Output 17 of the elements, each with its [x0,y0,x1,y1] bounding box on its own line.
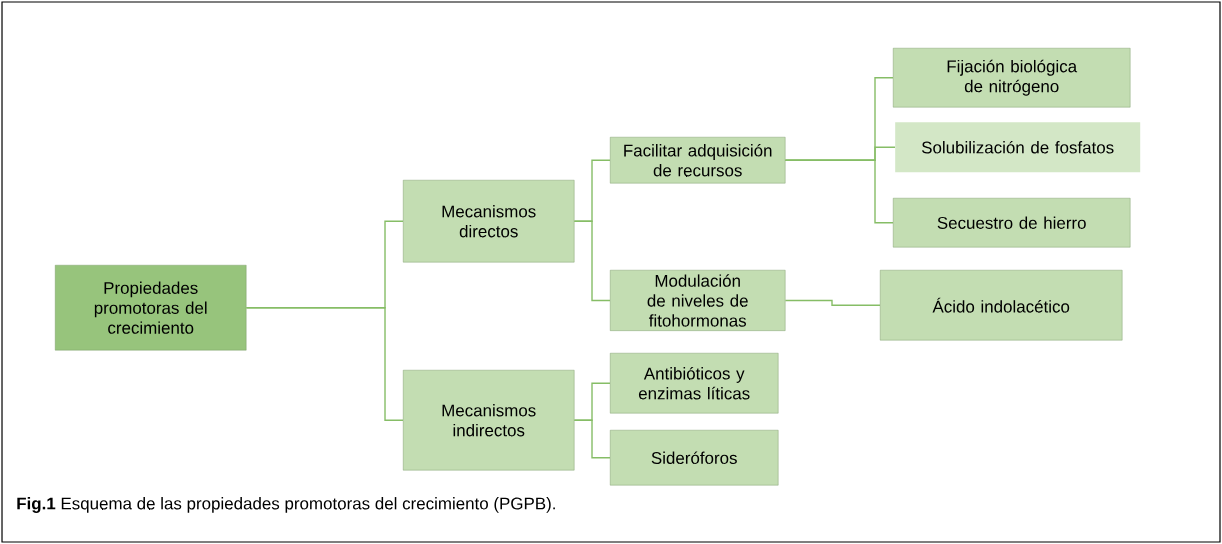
connector [573,419,611,459]
process-box: Ácido indolacético [880,270,1123,341]
process-box: Sideróforos [610,430,779,486]
process-box: Propiedades promotoras del crecimiento [55,265,247,351]
process-box: Secuestro de hierro [893,198,1131,248]
process-box: Modulación de niveles de fitohormonas [610,270,786,331]
process-box: Fijación biológica de nitrógeno [893,48,1131,108]
caption: Fig.1 Esquema de las propiedades promotoras del crecimiento (PGPB). [17,497,555,513]
connector [573,220,611,302]
process-box: Mecanismos indirectos [403,370,575,471]
connector [784,159,894,224]
process-box: Mecanismos directos [403,180,575,263]
connector [784,299,881,306]
process-box: Antibióticos y enzimas líticas [610,353,779,414]
process-box: Solubilización de fosfatos [895,122,1141,173]
process-box: Facilitar adquisición de recursos [610,137,786,184]
connector [245,307,404,421]
